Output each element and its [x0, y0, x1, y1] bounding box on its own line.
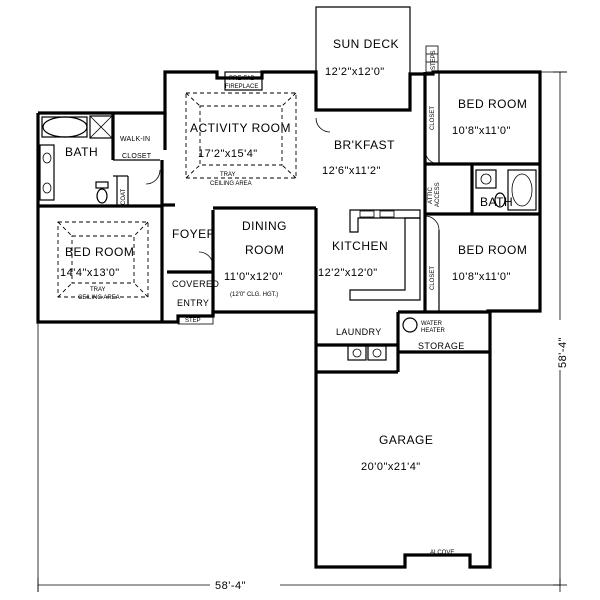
activity-tray-note: CEILING AREA: [210, 181, 252, 187]
garage-dims: 20'0"x21'4": [361, 461, 421, 473]
bedroom-left-dims: 14'4"x13'0": [60, 267, 120, 279]
attic-line1: ATTIC: [428, 186, 434, 204]
closet-upper-label: CLOSET: [430, 106, 436, 130]
foyer-name: FOYER: [172, 227, 216, 241]
laundry-name: LAUNDRY: [336, 327, 382, 337]
bedroom-bottom-right-name: BED ROOM: [458, 243, 527, 257]
kitchen-dims: 12'2"x12'0": [318, 267, 378, 279]
dining-note: (12'0" CLG. HGT.): [230, 292, 278, 298]
storage-name: STORAGE: [418, 341, 465, 351]
sun-deck-name: SUN DECK: [333, 37, 399, 51]
steps-deck-label: STEPS: [431, 50, 437, 70]
attic-line2: ACCESS: [435, 182, 441, 207]
brkfast-dims: 12'6"x11'2": [322, 165, 381, 177]
exterior-walls: [36, 6, 542, 569]
walk-in-line2: CLOSET: [122, 153, 152, 160]
interior-walls: [38, 72, 540, 374]
closet-lower-label: CLOSET: [430, 266, 436, 290]
garage-name: GARAGE: [379, 433, 433, 447]
fireplace-line1: PRE-FAB: [229, 76, 255, 82]
activity-room-name: ACTIVITY ROOM: [190, 121, 291, 135]
dining-line2: ROOM: [245, 243, 284, 257]
activity-tray: TRAY: [220, 172, 236, 178]
sun-deck-dims: 12'2"x12'0": [325, 66, 385, 78]
water-heater-line2: HEATER: [421, 328, 446, 334]
tray-ceilings: [57, 92, 297, 298]
bedroom-left-name: BED ROOM: [65, 245, 134, 259]
covered-entry-line1: COVERED: [172, 279, 219, 289]
bedroom-bottom-right-dims: 10'8"x11'0": [452, 271, 511, 283]
kitchen-name: KITCHEN: [332, 239, 388, 253]
dining-line1: DINING: [242, 219, 287, 233]
activity-room-dims: 17'2"x15'4": [198, 148, 258, 160]
labels: SUN DECK 12'2"x12'0" PRE-FAB FIREPLACE A…: [60, 37, 527, 556]
bath-right-name: BATH: [480, 195, 513, 209]
coat-label: COAT: [121, 188, 127, 205]
bedroom-tray-note: CEILING AREA: [78, 295, 120, 301]
overall-width: 58'-4": [215, 580, 246, 592]
fireplace-line2: FIREPLACE: [225, 84, 258, 90]
dining-dims: 11'0"x12'0": [224, 271, 283, 283]
doors: [145, 117, 440, 267]
brkfast-name: BR'KFAST: [334, 138, 395, 152]
alcove-label: ALCOVE: [430, 550, 454, 556]
water-heater-line1: WATER: [421, 321, 443, 327]
bath-left-name: BATH: [65, 145, 98, 159]
fixtures: [39, 45, 537, 361]
covered-entry-line2: ENTRY: [177, 298, 209, 308]
bedroom-top-right-dims: 10'8"x11'0": [452, 125, 511, 137]
bedroom-top-right-name: BED ROOM: [458, 97, 527, 111]
walk-in-line1: WALK-IN: [120, 136, 150, 143]
dimension-lines: 58'-4" 58'-4": [37, 71, 569, 592]
front-step-label: STEP: [185, 318, 201, 324]
overall-depth: 58'-4": [557, 337, 569, 368]
bedroom-tray: TRAY: [90, 287, 106, 293]
